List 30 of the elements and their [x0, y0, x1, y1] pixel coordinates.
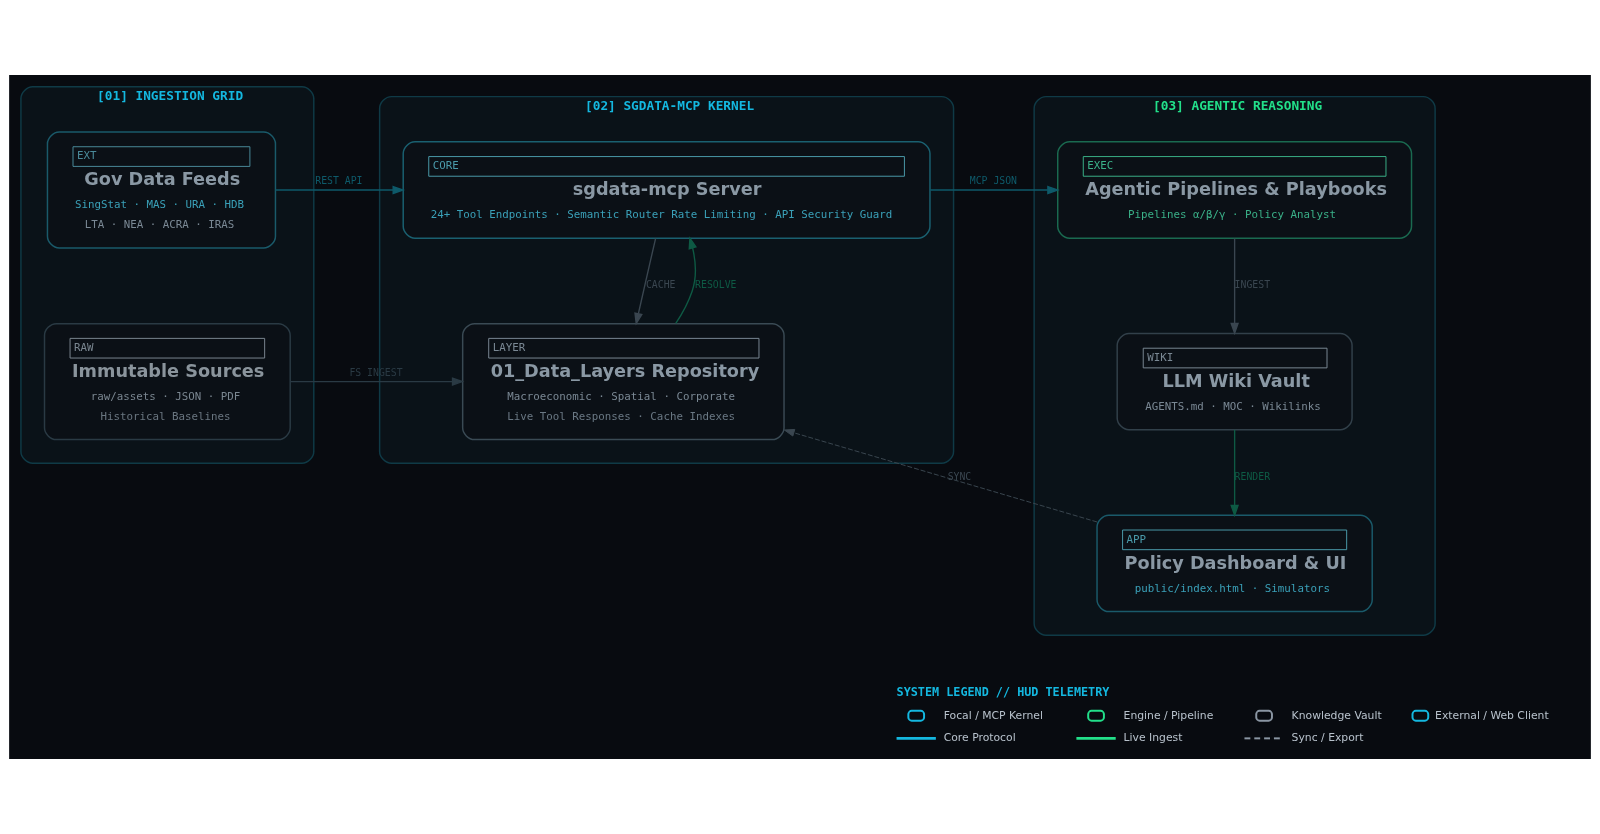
node-box: CORE sgdata-mcp Server 24+ Tool Endpoints · Semantic Router Rate Limiting · API Security Guard	[402, 141, 931, 239]
arrow	[929, 185, 1060, 195]
arrow	[289, 377, 465, 387]
arrow	[675, 236, 697, 325]
edge-label: RESOLVE	[695, 279, 737, 291]
legend-label: Core Protocol	[943, 731, 1016, 745]
legend-label: Knowledge Vault	[1291, 708, 1382, 722]
node-box: APP Policy Dashboard & UI public/index.html · Simulators	[1096, 514, 1373, 613]
legend-label: Focal / MCP Kernel	[943, 708, 1043, 722]
arrow	[1230, 237, 1240, 336]
node-box: EXEC Agentic Pipelines & Playbooks Pipelines α/β/γ · Policy Analyst	[1057, 141, 1413, 239]
edge-label: REST API	[315, 175, 363, 187]
edge-label: SYNC	[947, 470, 972, 482]
arrow	[783, 428, 1098, 523]
node-box: LAYER 01_Data_Layers Repository Macroeconomic · Spatial · Corporate Live Tool Responses · Cache Indexes	[461, 322, 785, 441]
edge-label: INGEST	[1234, 279, 1271, 291]
legend-label: External / Web Client	[1435, 708, 1549, 722]
edge-label: RENDER	[1234, 470, 1271, 482]
edge-label: MCP JSON	[969, 175, 1018, 187]
arrow	[275, 185, 406, 195]
legend-label: Sync / Export	[1291, 731, 1364, 745]
legend-label: Engine / Pipeline	[1123, 708, 1214, 722]
node-box: EXT Gov Data Feeds SingStat · MAS · URA · HDB LTA · NEA · ACRA · IRAS	[46, 131, 277, 249]
label: SYSTEM LEGEND // HUD TELEMETRY	[896, 685, 1110, 700]
node-box: RAW Immutable Sources raw/assets · JSON · PDF Historical Baselines	[43, 322, 291, 441]
legend-label: Live Ingest	[1123, 731, 1183, 745]
arrow	[634, 237, 657, 326]
edge-label: CACHE	[645, 279, 676, 291]
arrow	[1230, 429, 1240, 518]
node-box: WIKI LLM Wiki Vault AGENTS.md · MOC · Wikilinks	[1116, 332, 1353, 431]
